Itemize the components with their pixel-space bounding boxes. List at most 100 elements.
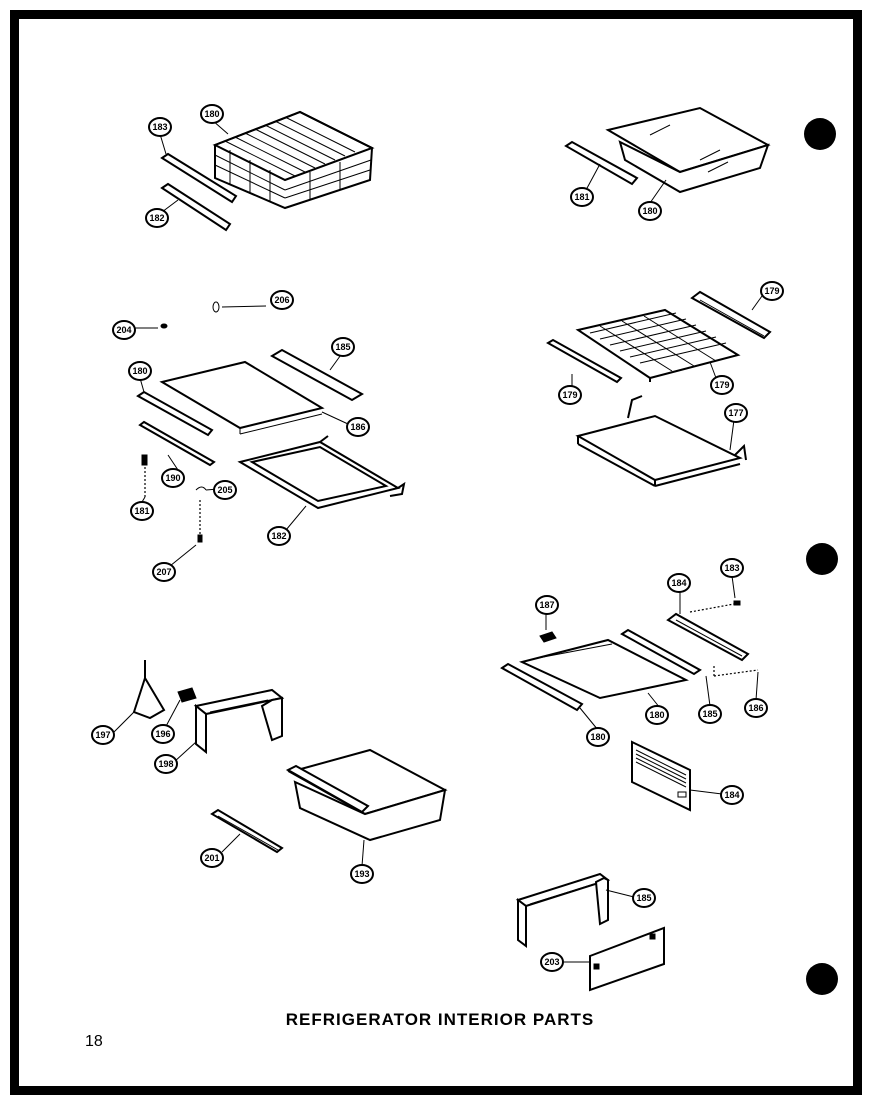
svg-text:193: 193 <box>354 869 369 879</box>
glass-shelf-end-screw <box>713 666 759 677</box>
page-number: 18 <box>85 1033 103 1050</box>
callout-193: 193 <box>350 864 374 884</box>
wire-shelf <box>575 308 741 382</box>
svg-text:180: 180 <box>590 732 605 742</box>
callout-206-top: 206 <box>270 290 294 310</box>
callout-201: 201 <box>200 848 224 868</box>
svg-text:186: 186 <box>350 422 365 432</box>
bracket-198 <box>193 688 285 755</box>
shelf-front-trim <box>136 390 214 437</box>
svg-text:206: 206 <box>274 295 289 305</box>
svg-text:198: 198 <box>158 759 173 769</box>
ice-scoop-197 <box>132 660 166 720</box>
glass-shelf-rail-184 <box>666 612 750 662</box>
callout-186-shelf: 186 <box>346 417 370 437</box>
svg-text:181: 181 <box>574 192 589 202</box>
callout-184-glass: 184 <box>667 573 691 593</box>
glass-shelf-clip-187 <box>539 631 557 643</box>
callout-182-shelf: 182 <box>267 526 291 546</box>
callout-203: 203 <box>540 952 564 972</box>
shelf-frame <box>237 435 406 510</box>
callout-179-right: 179 <box>710 375 734 395</box>
callout-185-glass: 185 <box>698 704 722 724</box>
svg-text:201: 201 <box>204 853 219 863</box>
callout-190: 190 <box>161 468 185 488</box>
svg-text:187: 187 <box>539 600 554 610</box>
wire-shelf-rail-left <box>546 338 623 384</box>
callout-180-shelf: 180 <box>128 361 152 381</box>
svg-text:177: 177 <box>728 408 743 418</box>
svg-text:179: 179 <box>562 390 577 400</box>
callout-179-left: 179 <box>558 385 582 405</box>
binder-hole-middle <box>806 543 838 575</box>
callout-205: 205 <box>213 480 237 500</box>
wire-basket <box>212 110 375 210</box>
svg-text:207: 207 <box>156 567 171 577</box>
svg-text:180: 180 <box>649 710 664 720</box>
callout-180-glass: 180 <box>645 705 669 725</box>
leader-lines <box>111 119 763 963</box>
svg-text:203: 203 <box>544 957 559 967</box>
svg-text:204: 204 <box>116 325 131 335</box>
freezer-slide-rail-201 <box>210 808 284 854</box>
svg-text:180: 180 <box>642 206 657 216</box>
callout-180-glass-trim: 180 <box>586 727 610 747</box>
svg-text:180: 180 <box>204 109 219 119</box>
svg-text:185: 185 <box>636 893 651 903</box>
freezer-pan-193 <box>285 748 448 842</box>
wire-shelf-rail-right <box>690 290 772 340</box>
clip-205-and-screw <box>195 486 207 543</box>
svg-text:184: 184 <box>671 578 686 588</box>
callout-187-glass: 187 <box>535 595 559 615</box>
front-panel-184 <box>631 740 691 812</box>
basket-slide-rail-upper <box>160 152 238 204</box>
callout-197: 197 <box>91 725 115 745</box>
svg-text:186: 186 <box>748 703 763 713</box>
glass-shelf-lower <box>519 638 689 700</box>
basket-slide-rail-lower <box>160 182 232 232</box>
callout-183-basket: 183 <box>148 117 172 137</box>
callout-184-panel: 184 <box>720 785 744 805</box>
cover-plate-203 <box>589 926 665 992</box>
callout-196: 196 <box>151 724 175 744</box>
small-clip-206 <box>212 301 267 313</box>
callout-186-glass: 186 <box>744 698 768 718</box>
callout-180-crisper: 180 <box>638 201 662 221</box>
callout-204: 204 <box>112 320 136 340</box>
svg-text:197: 197 <box>95 730 110 740</box>
svg-text:196: 196 <box>155 729 170 739</box>
svg-text:181: 181 <box>134 506 149 516</box>
svg-text:183: 183 <box>152 122 167 132</box>
binder-hole-bottom <box>806 963 838 995</box>
shelf-trim-strip-right <box>269 348 365 402</box>
bracket-185 <box>515 872 611 948</box>
svg-text:190: 190 <box>165 473 180 483</box>
crisper-pan <box>605 106 771 194</box>
clip-196 <box>177 687 197 703</box>
svg-text:185: 185 <box>335 342 350 352</box>
callout-179-top: 179 <box>760 281 784 301</box>
crisper-slide-rail <box>564 140 639 186</box>
small-clip-204 <box>160 323 168 329</box>
svg-text:179: 179 <box>714 380 729 390</box>
callout-180-basket: 180 <box>200 104 224 124</box>
svg-text:184: 184 <box>724 790 739 800</box>
svg-text:180: 180 <box>132 366 147 376</box>
callout-198: 198 <box>154 754 178 774</box>
callout-185-shelf: 185 <box>331 337 355 357</box>
svg-text:205: 205 <box>217 485 232 495</box>
screw-181 <box>141 454 148 497</box>
callout-177: 177 <box>724 403 748 423</box>
wire-shelf-frame <box>575 395 747 487</box>
svg-text:185: 185 <box>702 709 717 719</box>
svg-text:179: 179 <box>764 286 779 296</box>
glass-shelf-side-strip <box>620 628 702 676</box>
shelf-glass <box>159 360 325 435</box>
glass-shelf-screw-183 <box>689 600 741 613</box>
callout-181-shelf: 181 <box>130 501 154 521</box>
callout-182-basket: 182 <box>145 208 169 228</box>
callout-181-crisper: 181 <box>570 187 594 207</box>
svg-text:182: 182 <box>271 531 286 541</box>
